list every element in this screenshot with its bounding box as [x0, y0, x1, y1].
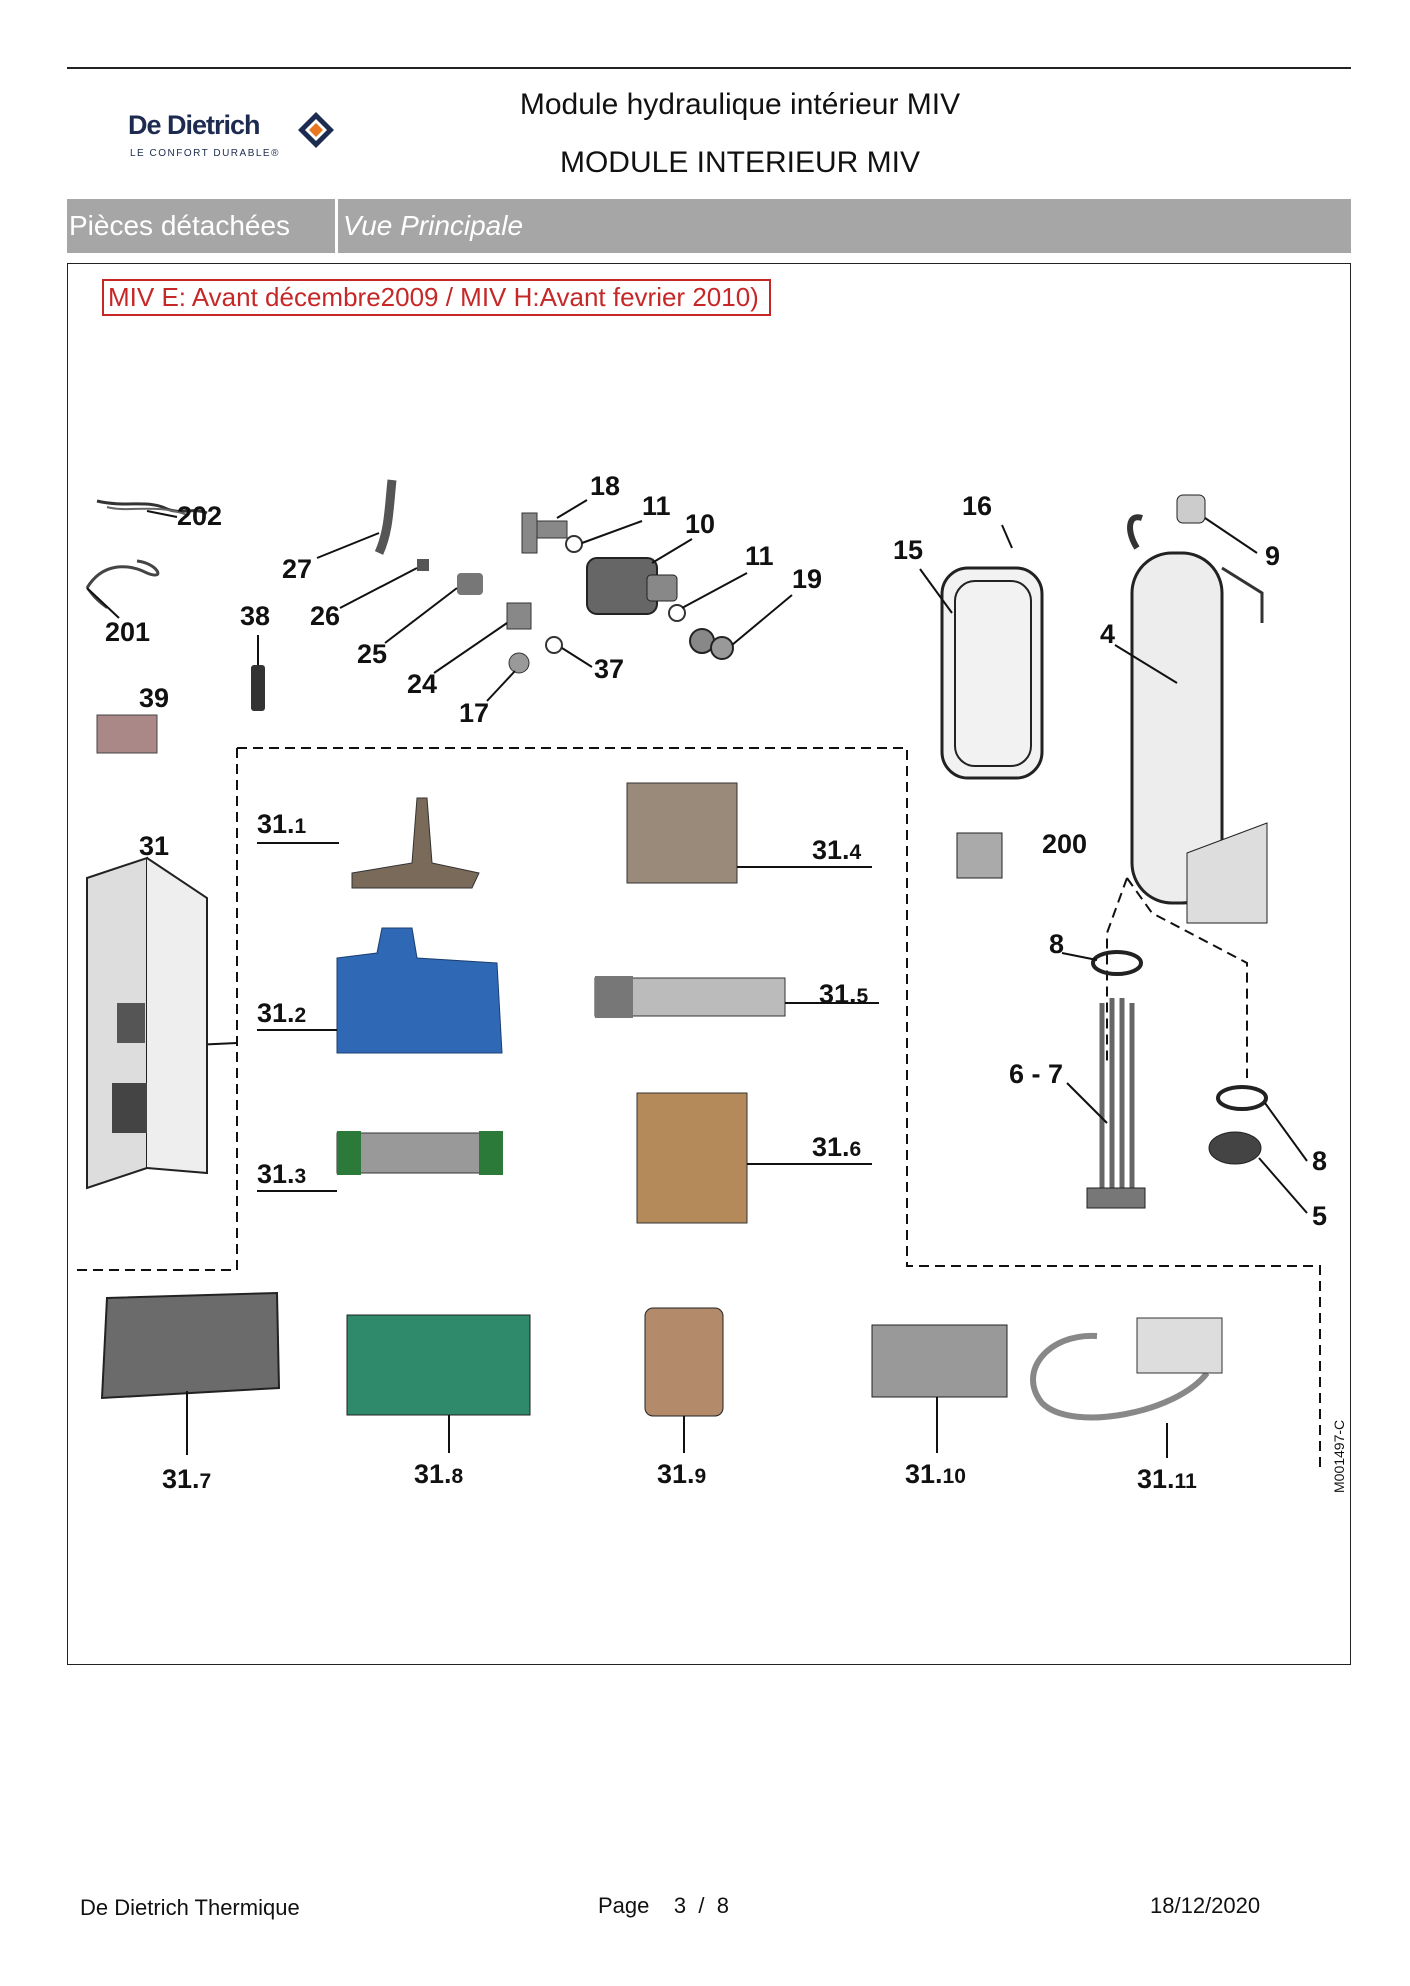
diagram-frame [67, 263, 1351, 1665]
page-label: Page [598, 1893, 650, 1918]
part-label-31-8: 31.8 [414, 1459, 464, 1489]
part-31-3-module [336, 1131, 503, 1175]
part-label-31-5: 31.5 [819, 979, 869, 1009]
part-10-pump [586, 557, 678, 615]
part-31-10-relay [871, 1324, 1008, 1398]
part-label-6-7: 6 - 7 [1009, 1059, 1063, 1089]
model-notice: MIV E: Avant décembre2009 / MIV H:Avant … [102, 279, 771, 316]
part-202-cable [96, 499, 208, 516]
part-label-24: 24 [407, 669, 437, 699]
page-separator: / [698, 1893, 705, 1918]
part-8-seal [1216, 1085, 1268, 1111]
part-5-cover [1208, 1131, 1262, 1165]
brand-tagline: LE CONFORT DURABLE® [130, 148, 280, 159]
footer-company: De Dietrich Thermique [80, 1895, 300, 1920]
part-26-screw [417, 559, 429, 571]
drawing-reference: M001497-C [1331, 1420, 1347, 1493]
part-31-9-relay [644, 1307, 724, 1417]
section-divider [335, 199, 338, 253]
part-31-1-bracket [351, 797, 480, 889]
header-rule [67, 67, 1351, 69]
part-31-2-relay-base [336, 927, 503, 1054]
part-31-electrical-box [86, 856, 208, 1190]
footer-pagination: Page 3 / 8 [598, 1893, 729, 1919]
part-label-37: 37 [594, 654, 624, 684]
part-8-seal [1091, 950, 1143, 976]
part-39-board [96, 714, 158, 754]
part-label-31-11: 31.11 [1137, 1464, 1197, 1494]
part-label-19: 19 [792, 564, 822, 594]
part-label-31: 31 [139, 831, 169, 861]
part-31-8-pcb [346, 1314, 531, 1416]
part-4-tank [1127, 514, 1268, 924]
part-label-31-4: 31.4 [812, 835, 862, 865]
part-label-11-lower: 11 [745, 541, 774, 571]
document-title: Module hydraulique intérieur MIV [519, 88, 961, 121]
section-bar: Pièces détachées Vue Principale [67, 199, 1351, 253]
part-11-oring [668, 604, 686, 622]
part-200-thermostat [956, 832, 1003, 879]
part-6-7-heating-element [1086, 998, 1146, 1209]
part-24-valve [506, 602, 532, 630]
part-label-31-2: 31.2 [257, 998, 306, 1028]
part-label-25: 25 [357, 639, 387, 669]
part-label-4: 4 [1100, 619, 1115, 649]
part-201-cable [85, 559, 160, 609]
part-17-nut [508, 652, 530, 674]
part-label-5: 5 [1312, 1201, 1327, 1231]
part-label-26: 26 [310, 601, 340, 631]
part-31-6-relay [636, 1092, 748, 1224]
part-label-201: 201 [105, 617, 150, 647]
kit-outline [237, 747, 1321, 1468]
part-label-15: 15 [893, 535, 923, 565]
part-label-38: 38 [240, 601, 270, 631]
part-label-10: 10 [685, 509, 715, 539]
part-19-union [689, 628, 734, 660]
page-total: 8 [716, 1893, 729, 1918]
part-label-16: 16 [962, 491, 992, 521]
brand-name: De Dietrich [128, 110, 261, 140]
part-label-8-lower: 8 [1312, 1146, 1327, 1176]
part-11-oring [565, 535, 583, 553]
part-31-4-relay [626, 782, 738, 884]
page-current: 3 [673, 1893, 687, 1918]
part-18-elbow [521, 512, 568, 554]
part-31-5-fuse-holder [594, 976, 786, 1018]
section-category: Pièces détachées [69, 210, 291, 241]
part-15-expansion-vessel [940, 566, 1044, 780]
footer-date: 18/12/2020 [1150, 1893, 1261, 1918]
part-label-8-upper: 8 [1049, 929, 1064, 959]
part-label-200: 200 [1042, 829, 1087, 859]
part-label-31-1: 31.1 [257, 809, 307, 839]
part-31-7-enclosure [100, 1291, 281, 1400]
part-9-air-purger [1176, 494, 1206, 524]
part-37-clip [545, 636, 563, 654]
part-25-fitting [457, 573, 483, 595]
brand-diamond-icon [298, 112, 334, 148]
part-label-18: 18 [590, 471, 620, 501]
part-label-31-10: 31.10 [905, 1459, 966, 1489]
exploded-parts-diagram: 202 201 27 26 38 25 24 17 18 11 10 11 19… [72, 471, 1347, 1494]
section-view-name: Vue Principale [343, 210, 524, 241]
part-27-hose [374, 479, 397, 555]
document-subtitle: MODULE INTERIEUR MIV [559, 146, 921, 179]
part-label-9: 9 [1265, 541, 1280, 571]
part-label-11-upper: 11 [642, 491, 671, 521]
part-31-11-display-cable [1030, 1317, 1223, 1421]
part-38-spring [251, 665, 265, 711]
part-label-31-7: 31.7 [162, 1464, 211, 1494]
part-label-39: 39 [139, 683, 169, 713]
part-label-202: 202 [177, 501, 222, 531]
part-label-17: 17 [459, 698, 489, 728]
part-label-31-3: 31.3 [257, 1159, 306, 1189]
brand-logo: De Dietrich LE CONFORT DURABLE® [128, 110, 358, 168]
part-label-27: 27 [282, 554, 312, 584]
part-label-31-9: 31.9 [657, 1459, 706, 1489]
part-label-31-6: 31.6 [812, 1132, 861, 1162]
